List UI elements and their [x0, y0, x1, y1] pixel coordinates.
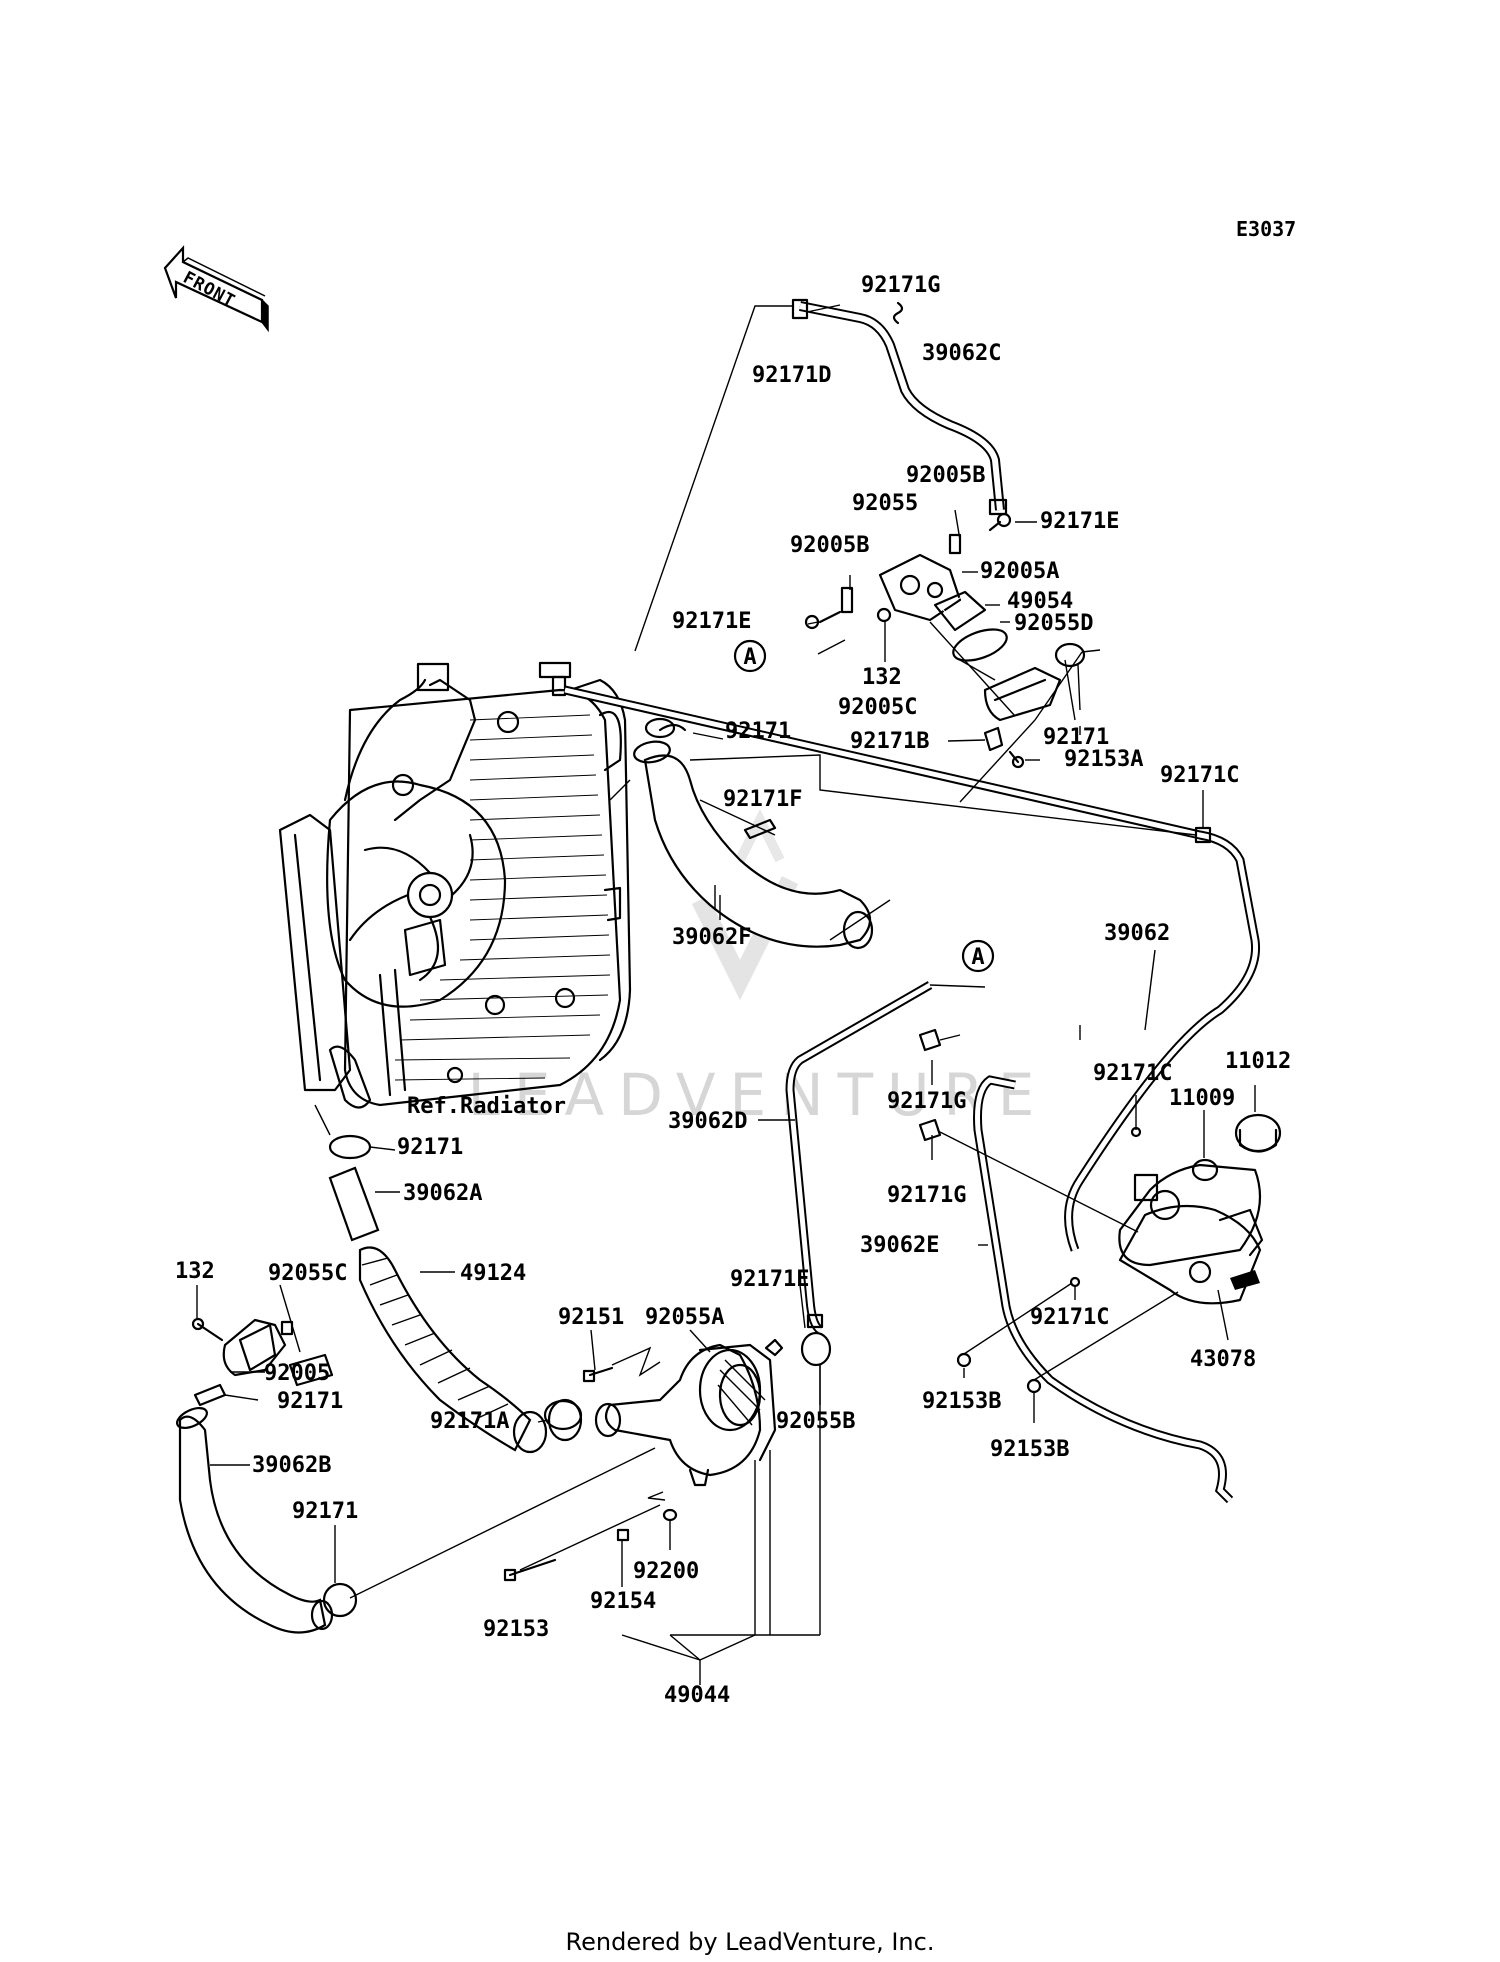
callout-92171e: 92171E: [730, 1267, 809, 1292]
callout-92154: 92154: [590, 1589, 656, 1614]
lower-left-fitting: [176, 1317, 358, 1634]
svg-text:A: A: [971, 945, 984, 970]
callout-39062e: 39062E: [860, 1233, 939, 1258]
water-pump: [503, 1331, 832, 1582]
callout-132: 132: [862, 665, 902, 690]
callout-92153b: 92153B: [990, 1437, 1069, 1462]
callout-92171a: 92171A: [430, 1409, 509, 1434]
callout-49054: 49054: [1007, 589, 1073, 614]
callout-92171e: 92171E: [672, 609, 751, 634]
watermark-text: LEADVENTURE: [468, 1061, 1049, 1129]
callout-labels: 92171G 39062C 92171D 92005B 92055 92171E…: [175, 273, 1291, 1708]
callout-92153: 92153: [483, 1617, 549, 1642]
ref-marker-a-lower: A: [961, 939, 995, 973]
callout-39062: 39062: [1104, 921, 1170, 946]
corrugation: [361, 1257, 509, 1419]
callout-92171b: 92171B: [850, 729, 929, 754]
callout-92151: 92151: [558, 1305, 624, 1330]
callout-92055b: 92055B: [776, 1409, 855, 1434]
callout-92171d: 92171D: [752, 363, 831, 388]
render-credit: Rendered by LeadVenture, Inc.: [566, 1928, 935, 1956]
callout-39062b: 39062B: [252, 1453, 331, 1478]
callout-92171e: 92171E: [1040, 509, 1119, 534]
callout-92171: 92171: [397, 1135, 463, 1160]
callout-92171g: 92171G: [861, 273, 940, 298]
callout-39062c: 39062C: [922, 341, 1001, 366]
callout-92153b: 92153B: [922, 1389, 1001, 1414]
callout-92055c: 92055C: [268, 1261, 347, 1286]
callout-92005c: 92005C: [838, 695, 917, 720]
callout-11012: 11012: [1225, 1049, 1291, 1074]
callout-92171c: 92171C: [1093, 1061, 1172, 1086]
callout-92005b: 92005B: [906, 463, 985, 488]
bypass-hose-39062c: [791, 298, 1008, 516]
ref-marker-a-upper: A: [733, 639, 767, 673]
callout-92055a: 92055A: [645, 1305, 724, 1330]
callout-92055d: 92055D: [1014, 611, 1093, 636]
callout-92171: 92171: [292, 1499, 358, 1524]
watermark: LEADVENTURE: [468, 808, 1049, 1129]
callout-92171g: 92171G: [887, 1089, 966, 1114]
callout-92171: 92171: [1043, 725, 1109, 750]
callout-92171g: 92171G: [887, 1183, 966, 1208]
callout-92171: 92171: [725, 719, 791, 744]
callout-92005: 92005: [264, 1361, 330, 1386]
callout-49124: 49124: [460, 1261, 526, 1286]
front-arrow-icon: FRONT: [163, 245, 269, 333]
callout-92153a: 92153A: [1064, 747, 1143, 772]
callout-92171c: 92171C: [1030, 1305, 1109, 1330]
callout-92171: 92171: [277, 1389, 343, 1414]
callout-92005a: 92005A: [980, 559, 1059, 584]
callout-11009: 11009: [1169, 1086, 1235, 1111]
callout-92005b: 92005B: [790, 533, 869, 558]
ref-radiator-label: Ref.Radiator: [407, 1094, 566, 1119]
callout-39062d: 39062D: [668, 1109, 747, 1134]
callout-39062f: 39062F: [672, 925, 751, 950]
diagram-code: E3037: [1236, 217, 1296, 241]
callout-49044: 49044: [664, 1683, 730, 1708]
callout-43078: 43078: [1190, 1347, 1256, 1372]
callout-132: 132: [175, 1259, 215, 1284]
callout-92171c: 92171C: [1160, 763, 1239, 788]
callout-92171f: 92171F: [723, 787, 802, 812]
reservoir-tank: [918, 1028, 1282, 1504]
hose-39062d: [785, 981, 933, 1334]
callout-92055: 92055: [852, 491, 918, 516]
callout-92200: 92200: [633, 1559, 699, 1584]
callout-39062a: 39062A: [403, 1181, 482, 1206]
svg-text:A: A: [743, 645, 756, 670]
radiator-fins: [394, 714, 611, 1081]
leader-lines: [196, 304, 1256, 1685]
radiator: Ref.Radiator: [278, 661, 632, 1119]
